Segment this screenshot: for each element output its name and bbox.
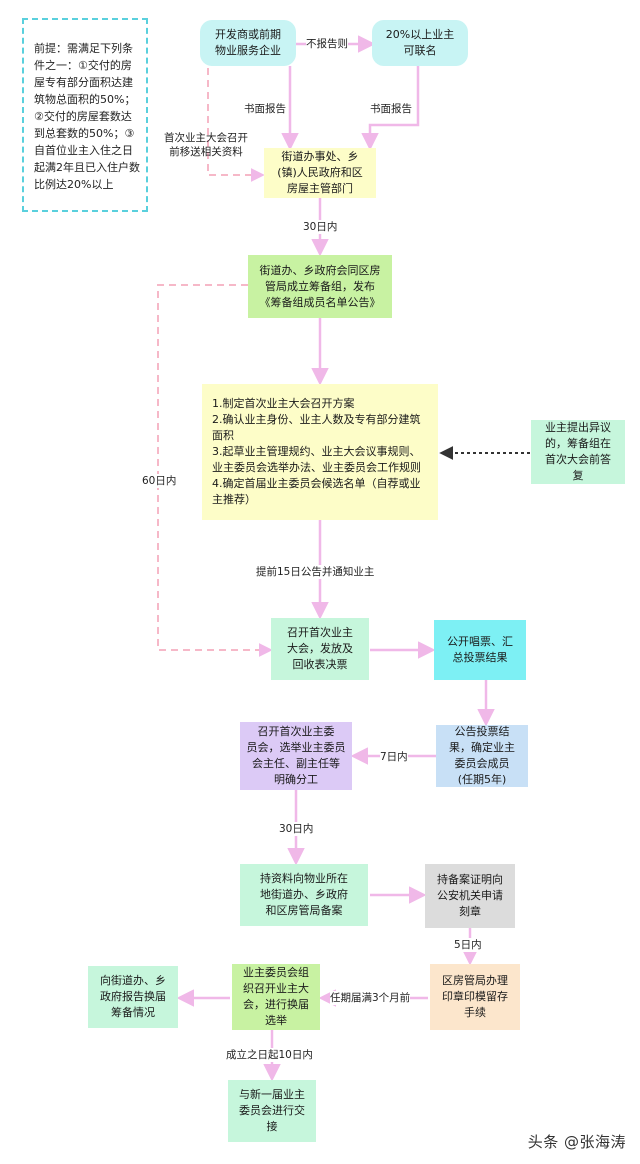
label-within60: 60日内 [142,474,177,488]
label-no-report: 不报告则 [306,37,348,51]
node-subdistrict: 街道办事处、乡 (镇)人民政府和区 房屋主管部门 [264,148,376,198]
label-send-docs: 首次业主大会召开 前移送相关资料 [164,132,248,158]
node-tasks: 1.制定首次业主大会召开方案 2.确认业主身份、业主人数及专有部分建筑 面积 3… [202,384,438,520]
label-written-report-right: 书面报告 [370,102,412,116]
node-objection: 业主提出异议 的，筹备组在 首次大会前答 复 [531,420,625,484]
node-prep-group: 街道办、乡政府会同区房 管局成立筹备组，发布 《筹备组成员名单公告》 [248,255,392,318]
node-owners20: 20%以上业主 可联名 [372,20,468,66]
watermark: 头条 @张海涛 [527,1133,626,1151]
node-seal-filing: 区房管局办理 印章印模留存 手续 [430,964,520,1030]
node-police-seal: 持备案证明向 公安机关申请 刻章 [425,864,515,928]
label-within30-b: 30日内 [279,822,314,836]
precondition-note: 前提：需满足下列条件之一：①交付的房屋专有部分面积达建筑物总面积的50%；②交付… [22,18,148,212]
node-reelection: 业主委员会组 织召开业主大 会，进行换届 选举 [232,964,320,1030]
label-term3months: 任期届满3个月前 [330,991,411,1005]
edge-owners-subdistrict [361,66,420,151]
node-developer: 开发商或前期 物业服务企业 [200,20,296,66]
node-first-meeting: 召开首次业主 大会，发放及 回收表决票 [271,618,369,680]
label-within30-a: 30日内 [303,220,338,234]
label-notice15: 提前15日公告并通知业主 [256,565,375,579]
node-announce: 公告投票结 果，确定业主 委员会成员 (任期5年) [436,725,528,787]
node-report: 向街道办、乡 政府报告换届 筹备情况 [88,966,178,1028]
label-written-report-left: 书面报告 [244,102,286,116]
node-committee-meeting: 召开首次业主委 员会，选举业主委员 会主任、副主任等 明确分工 [240,722,352,790]
node-handover: 与新一届业主 委员会进行交 接 [228,1080,316,1142]
node-count-votes: 公开唱票、汇 总投票结果 [434,620,526,680]
label-within5: 5日内 [454,938,482,952]
node-filing: 持资料向物业所在 地街道办、乡政府 和区房管局备案 [240,864,368,926]
precondition-text: 前提：需满足下列条件之一：①交付的房屋专有部分面积达建筑物总面积的50%；②交付… [34,42,140,191]
label-within10: 成立之日起10日内 [226,1048,313,1062]
label-within7: 7日内 [380,750,408,764]
edge-60days [157,284,273,657]
